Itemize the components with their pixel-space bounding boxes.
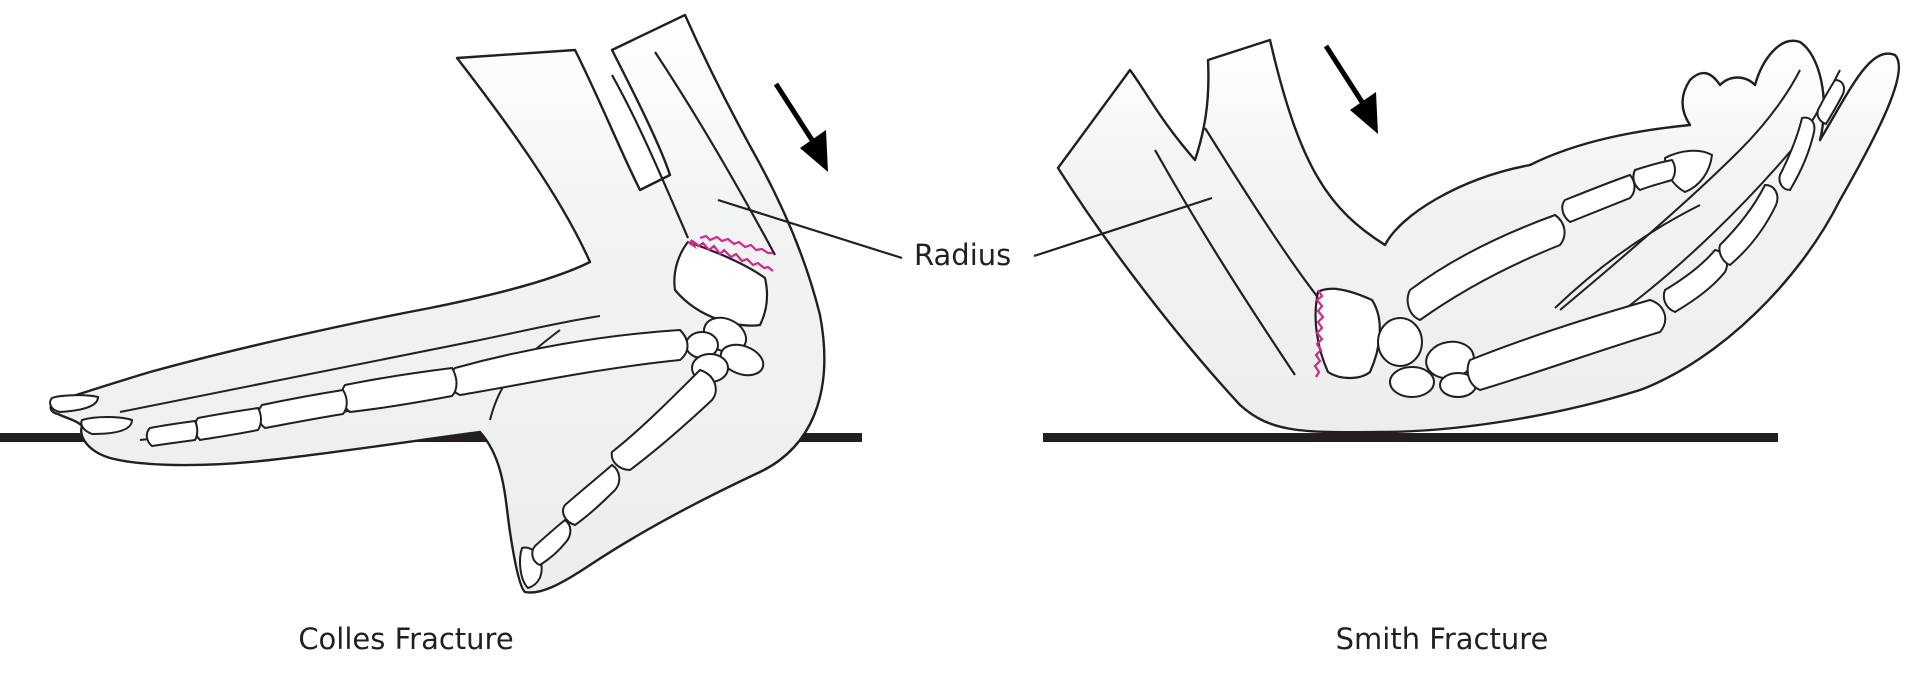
- smith-illustration: [1043, 38, 1901, 442]
- smith-radius-fragment: [1314, 287, 1381, 380]
- smith-fracture-line: [1313, 289, 1325, 378]
- colles-radius-fragment: [673, 240, 769, 327]
- smith-carpal-bones: [1377, 317, 1477, 398]
- colles-ulna-line: [654, 51, 776, 256]
- colles-finger-line: [119, 315, 601, 413]
- radius-label: Radius: [914, 238, 1012, 272]
- smith-finger-line: [1554, 204, 1701, 309]
- colles-fingernail: [80, 416, 134, 436]
- force-arrow-icon: [1323, 44, 1378, 134]
- colles-radius-line: [611, 74, 690, 239]
- colles-thumb-bones: [531, 368, 717, 567]
- smith-caption: Smith Fracture: [1335, 622, 1549, 656]
- colles-illustration: [0, 13, 862, 594]
- radius-leader-line-right: [1033, 196, 1213, 258]
- colles-fracture-line: [699, 234, 773, 255]
- colles-fingernail: [49, 394, 100, 414]
- smith-finger-bones: [1406, 78, 1845, 392]
- colles-fracture-line: [687, 239, 774, 272]
- smith-radius-line: [1154, 149, 1296, 376]
- smith-surface-line: [1043, 433, 1778, 442]
- force-arrow-icon: [773, 82, 828, 172]
- smith-finger-line: [1559, 69, 1801, 311]
- colles-finger-bones: [145, 328, 689, 448]
- smith-ulna-line: [1204, 127, 1321, 301]
- radius-leader-line-left: [717, 198, 903, 260]
- colles-caption: Colles Fracture: [298, 622, 514, 656]
